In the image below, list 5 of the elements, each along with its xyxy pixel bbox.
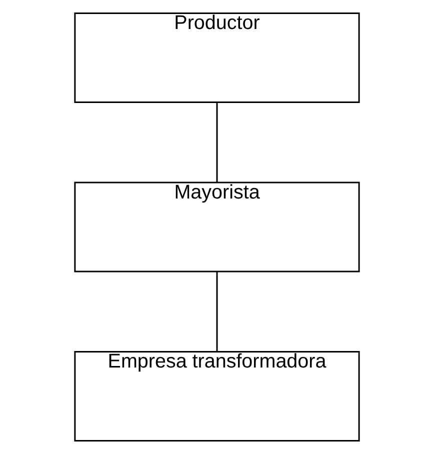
connector: [216, 272, 218, 352]
node-box: Productor: [74, 12, 360, 103]
node-box: Empresa transformadora: [74, 351, 360, 442]
connector: [216, 102, 218, 182]
node-box: Mayorista: [74, 182, 360, 272]
